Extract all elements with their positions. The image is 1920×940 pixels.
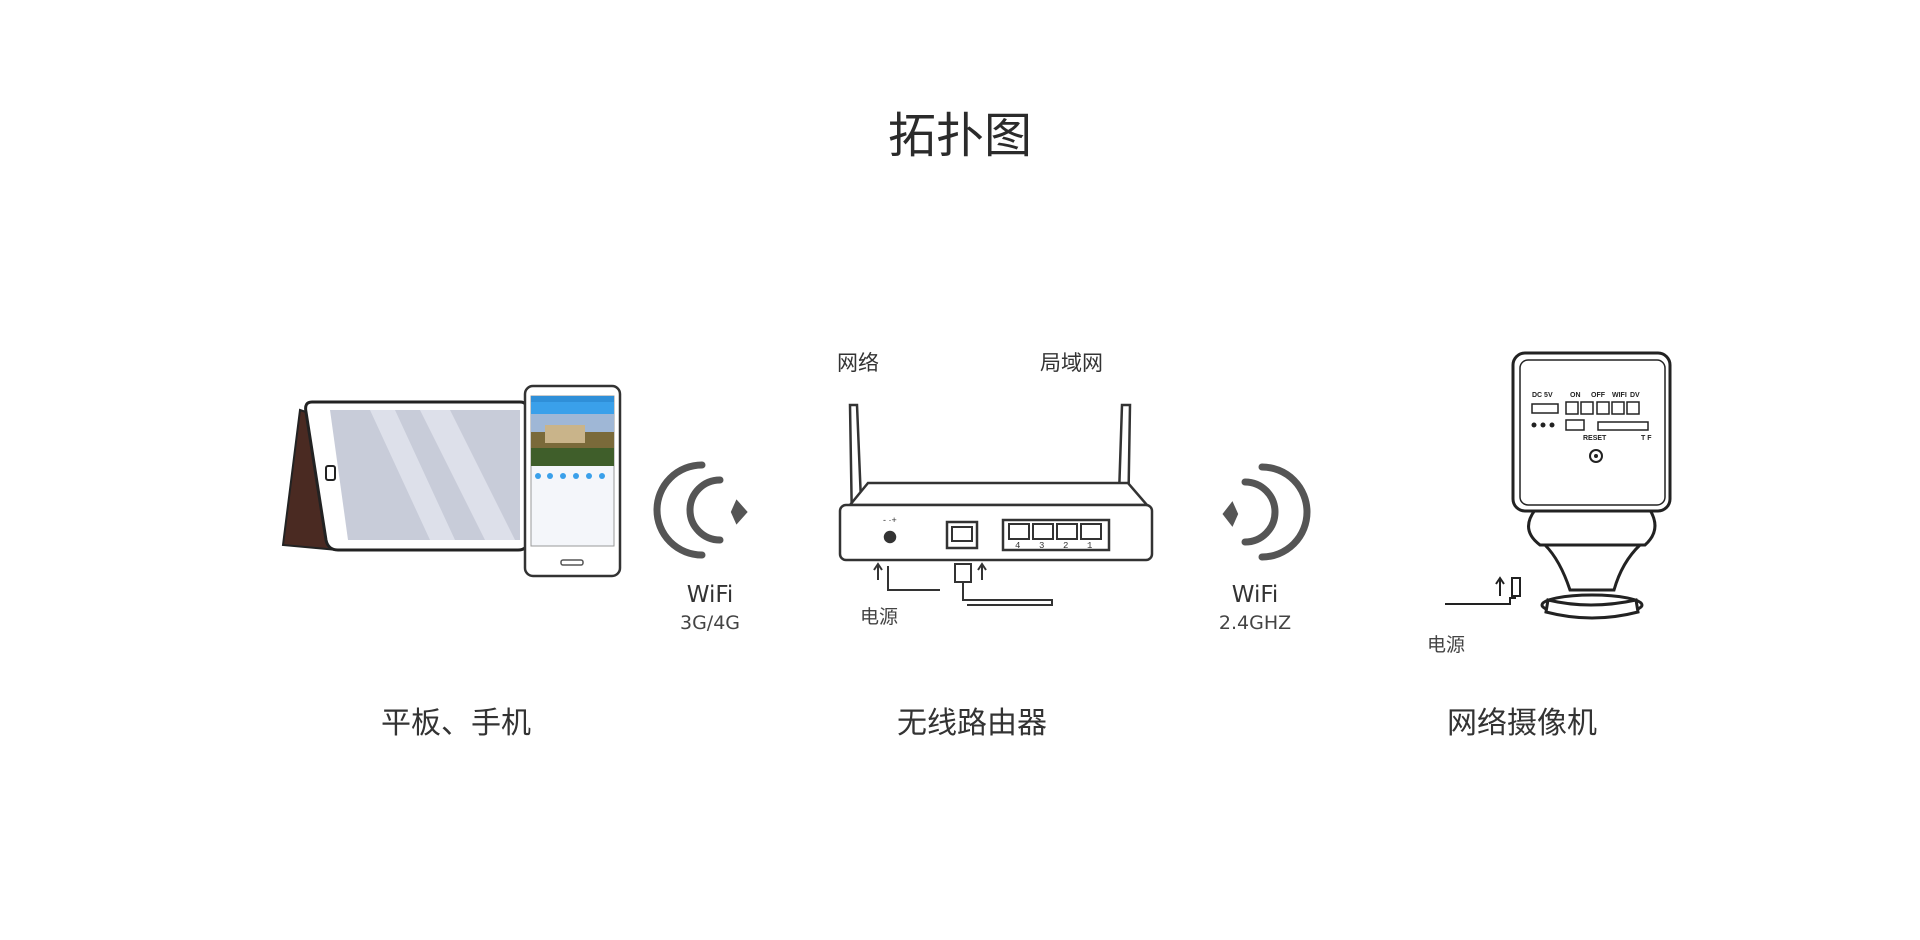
tablet-icon xyxy=(281,400,530,552)
right-link-sublabel: 2.4GHZ xyxy=(1218,612,1292,634)
left-link-sublabel: 3G/4G xyxy=(679,612,741,634)
router-wan-label: 网络 xyxy=(837,351,879,375)
lan-port-number: 1 xyxy=(1087,541,1093,551)
phone-icon xyxy=(523,384,622,578)
svg-text:ON: ON xyxy=(1570,392,1581,399)
svg-text:DV: DV xyxy=(1630,392,1640,399)
lan-port-number: 3 xyxy=(1039,541,1045,551)
wifi-signal-right-icon xyxy=(1222,463,1311,561)
router-icon: - ·+ xyxy=(838,403,1154,606)
camera-icon: DC 5V ON OFF WIFI DV RESET T F xyxy=(1445,351,1672,620)
svg-text:T F: T F xyxy=(1641,435,1652,442)
mobile-device-caption: 平板、手机 xyxy=(381,706,531,741)
lan-port-number: 2 xyxy=(1063,541,1069,551)
svg-text:DC 5V: DC 5V xyxy=(1532,392,1553,399)
svg-text:- ·+: - ·+ xyxy=(883,515,897,525)
diagram-title: 拓扑图 xyxy=(887,108,1032,164)
router-power-label: 电源 xyxy=(860,606,899,628)
camera-caption: 网络摄像机 xyxy=(1447,706,1597,741)
svg-text:OFF: OFF xyxy=(1591,392,1606,399)
lan-port-number: 4 xyxy=(1015,541,1021,551)
svg-text:WIFI: WIFI xyxy=(1612,392,1627,399)
left-link-label: WiFi xyxy=(686,582,734,608)
right-link-label: WiFi xyxy=(1231,582,1279,608)
wifi-signal-left-icon xyxy=(653,461,748,559)
camera-power-label: 电源 xyxy=(1427,634,1466,656)
svg-text:RESET: RESET xyxy=(1583,435,1607,442)
router-lan-label: 局域网 xyxy=(1040,351,1103,375)
router-caption: 无线路由器 xyxy=(897,706,1047,741)
